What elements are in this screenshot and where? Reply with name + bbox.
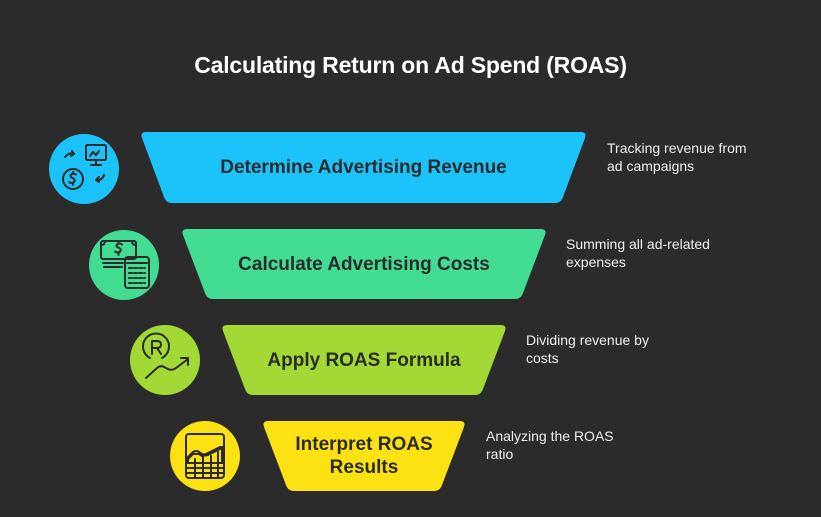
stage-1-label: Determine Advertising Revenue — [220, 157, 507, 178]
stage-1-icon-circle — [49, 134, 119, 204]
stage-1-description: Tracking revenue from ad campaigns — [607, 140, 747, 174]
cash-calculator-icon — [100, 240, 150, 289]
stage-4-description: Analyzing the ROAS ratio — [486, 428, 614, 462]
stage-4-funnel-band: Interpret ROAS Results — [262, 421, 466, 491]
stage-4-label: Interpret ROAS Results — [295, 434, 433, 478]
stage-1-funnel-band: Determine Advertising Revenue — [140, 132, 587, 203]
stage-2-funnel-band: Calculate Advertising Costs — [181, 229, 547, 299]
stage-2-description: Summing all ad-related expenses — [566, 236, 710, 270]
diagram-title: Calculating Return on Ad Spend (ROAS) — [194, 52, 627, 78]
stage-2-label: Calculate Advertising Costs — [238, 253, 490, 275]
stage-3-icon-circle — [130, 325, 200, 395]
roas-growth-arrow-icon — [142, 332, 189, 379]
revenue-monitor-dollar-icon — [62, 144, 107, 190]
stage-3-description: Dividing revenue by costs — [526, 332, 649, 366]
stage-3-label: Apply ROAS Formula — [267, 349, 461, 371]
stage-3-funnel-band: Apply ROAS Formula — [221, 325, 507, 395]
stage-4-icon-circle — [170, 421, 240, 491]
stage-2-icon-circle — [89, 230, 159, 300]
chart-grid-icon — [185, 433, 225, 479]
